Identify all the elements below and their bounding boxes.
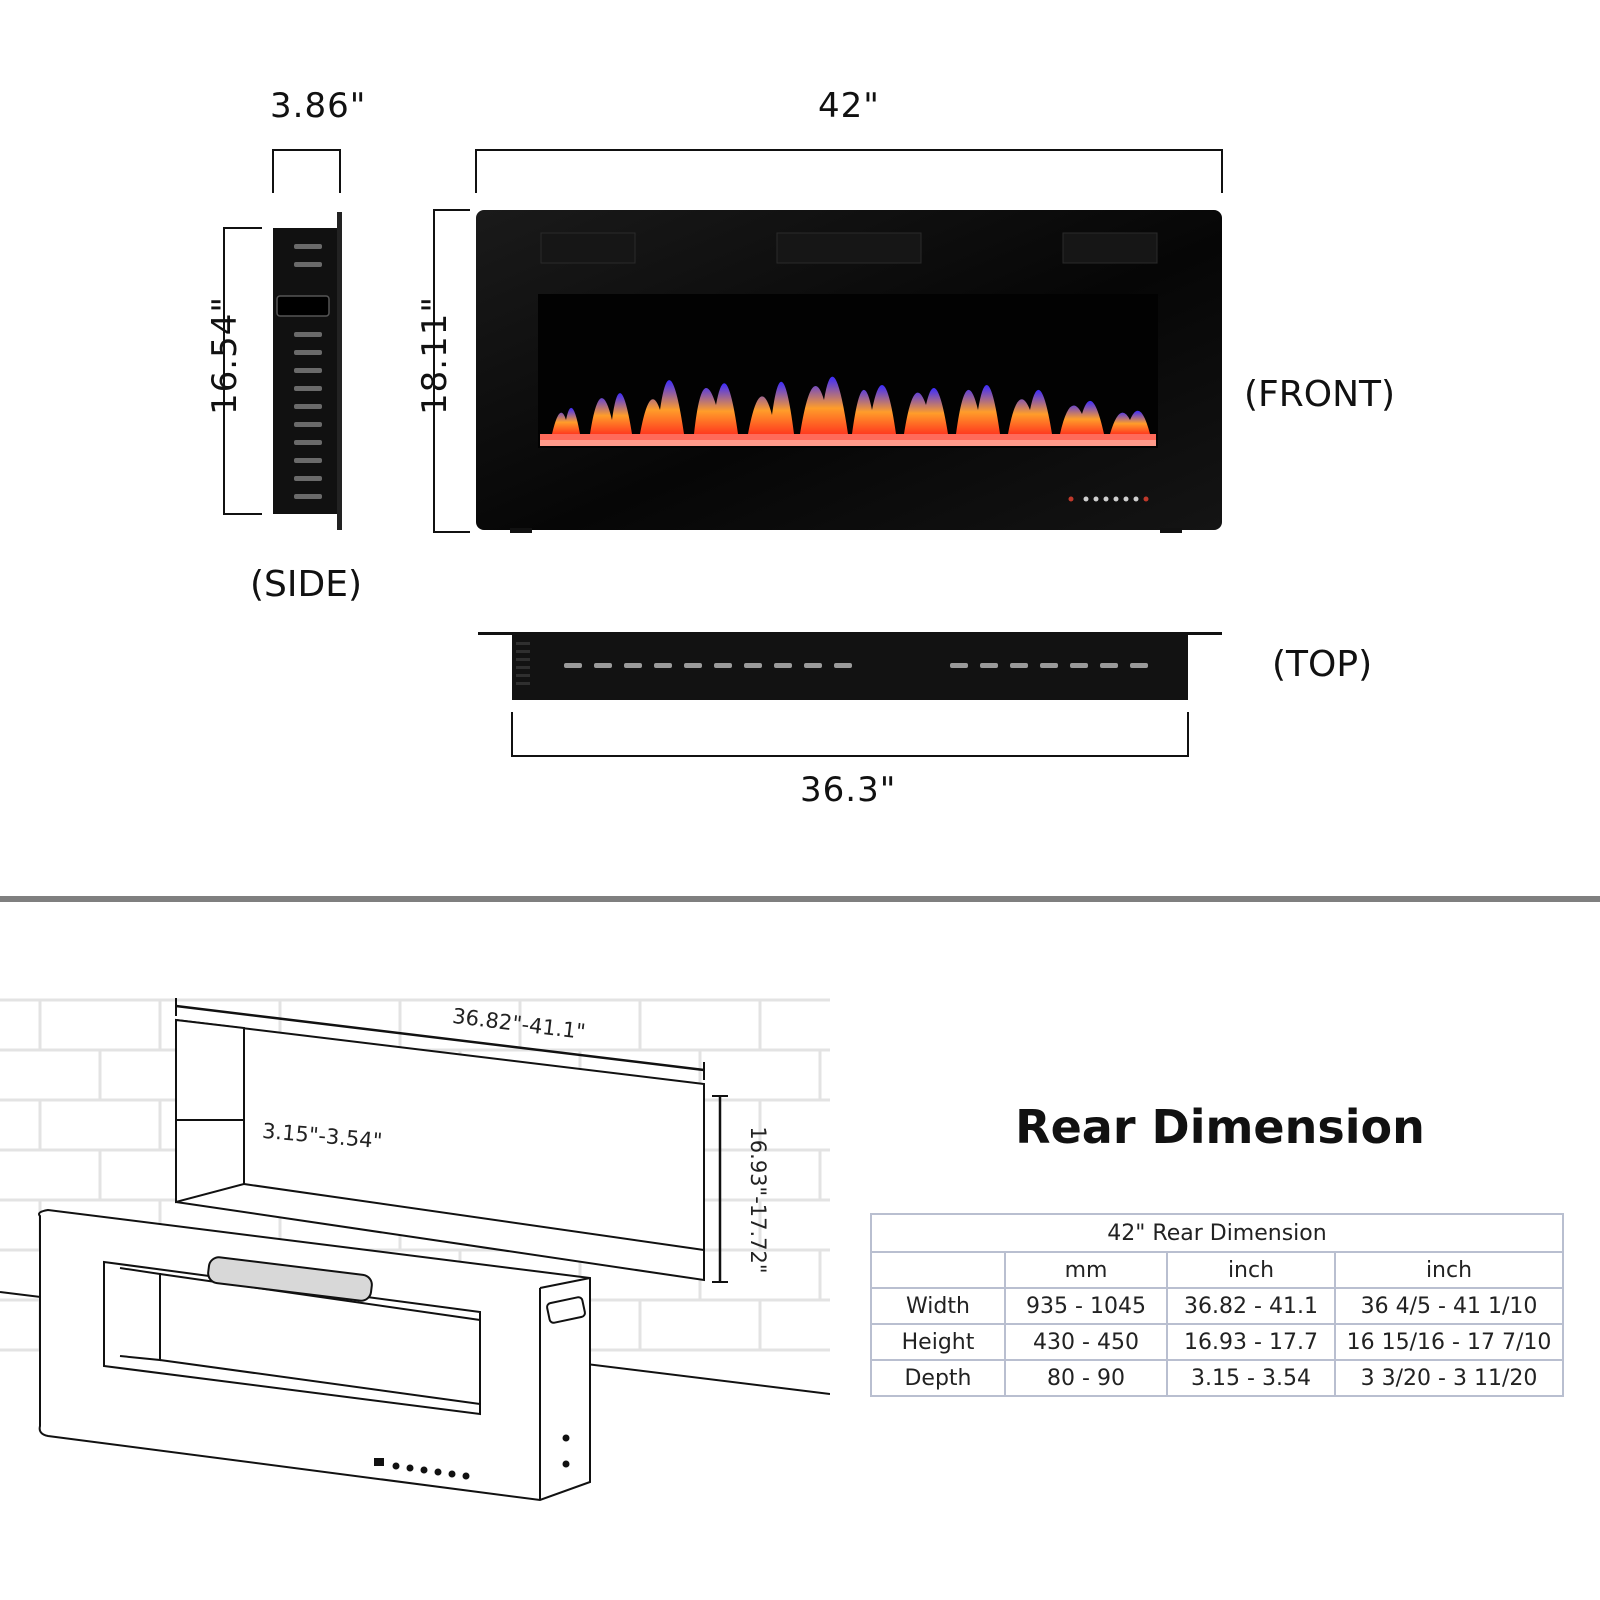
table-cell: Height <box>870 1323 1006 1361</box>
table-cell: 80 - 90 <box>1004 1359 1168 1397</box>
table-cell: Depth <box>870 1359 1006 1397</box>
table-cell: Width <box>870 1287 1006 1325</box>
table-cell: 16 15/16 - 17 7/10 <box>1334 1323 1564 1361</box>
side-depth-label: 3.86" <box>270 86 367 126</box>
table-cell: 16.93 - 17.7 <box>1166 1323 1336 1361</box>
side-height-label: 16.54" <box>205 296 245 415</box>
side-view-label: (SIDE) <box>250 564 363 605</box>
side-depth-bracket <box>272 149 341 193</box>
table-header-cell <box>870 1251 1006 1289</box>
top-width-label: 36.3" <box>800 770 897 810</box>
top-vents <box>564 663 1148 668</box>
front-width-bracket <box>475 149 1223 193</box>
control-panel-dots <box>1068 496 1149 502</box>
wall-recess-diagram <box>0 998 830 1502</box>
front-width-label: 42" <box>818 86 880 126</box>
table-cell: 36 4/5 - 41 1/10 <box>1334 1287 1564 1325</box>
recess-width-line <box>175 1004 705 1072</box>
top-view-label: (TOP) <box>1272 644 1373 685</box>
front-view-label: (FRONT) <box>1244 374 1396 415</box>
rear-dimension-table: 42" Rear Dimension mm inch inch Width 93… <box>870 1213 1564 1397</box>
wall-recess <box>175 1018 705 1282</box>
section-divider <box>0 896 1600 902</box>
flames <box>552 376 1150 434</box>
table-cell: 3.15 - 3.54 <box>1166 1359 1336 1397</box>
table-header-cell: mm <box>1004 1251 1168 1289</box>
front-height-bracket <box>433 209 470 533</box>
table-header-row: mm inch inch <box>870 1251 1564 1289</box>
table-header-cell: inch <box>1334 1251 1564 1289</box>
table-caption-row: 42" Rear Dimension <box>870 1213 1564 1253</box>
table-row: Width 935 - 1045 36.82 - 41.1 36 4/5 - 4… <box>870 1287 1564 1325</box>
recess-height-label: 16.93"-17.72" <box>746 1126 770 1274</box>
table-caption: 42" Rear Dimension <box>870 1213 1564 1253</box>
side-vents <box>294 244 322 499</box>
table-cell: 3 3/20 - 3 11/20 <box>1334 1359 1564 1397</box>
unit-control-dots <box>374 1434 570 1480</box>
side-height-bracket <box>223 227 262 515</box>
table-cell: 36.82 - 41.1 <box>1166 1287 1336 1325</box>
front-height-label: 18.11" <box>415 296 455 415</box>
table-header-cell: inch <box>1166 1251 1336 1289</box>
rear-dimension-title: Rear Dimension <box>1015 1100 1425 1154</box>
table-row: Height 430 - 450 16.93 - 17.7 16 15/16 -… <box>870 1323 1564 1361</box>
table-cell: 935 - 1045 <box>1004 1287 1168 1325</box>
table-row: Depth 80 - 90 3.15 - 3.54 3 3/20 - 3 11/… <box>870 1359 1564 1397</box>
table-cell: 430 - 450 <box>1004 1323 1168 1361</box>
top-width-bracket <box>511 712 1189 757</box>
fireplace-unit-outline <box>38 1208 591 1502</box>
front-view <box>433 149 1223 533</box>
fireplace-technical-drawing <box>223 149 1223 757</box>
top-view <box>478 632 1222 757</box>
firebox <box>538 294 1158 448</box>
side-view <box>223 149 342 530</box>
